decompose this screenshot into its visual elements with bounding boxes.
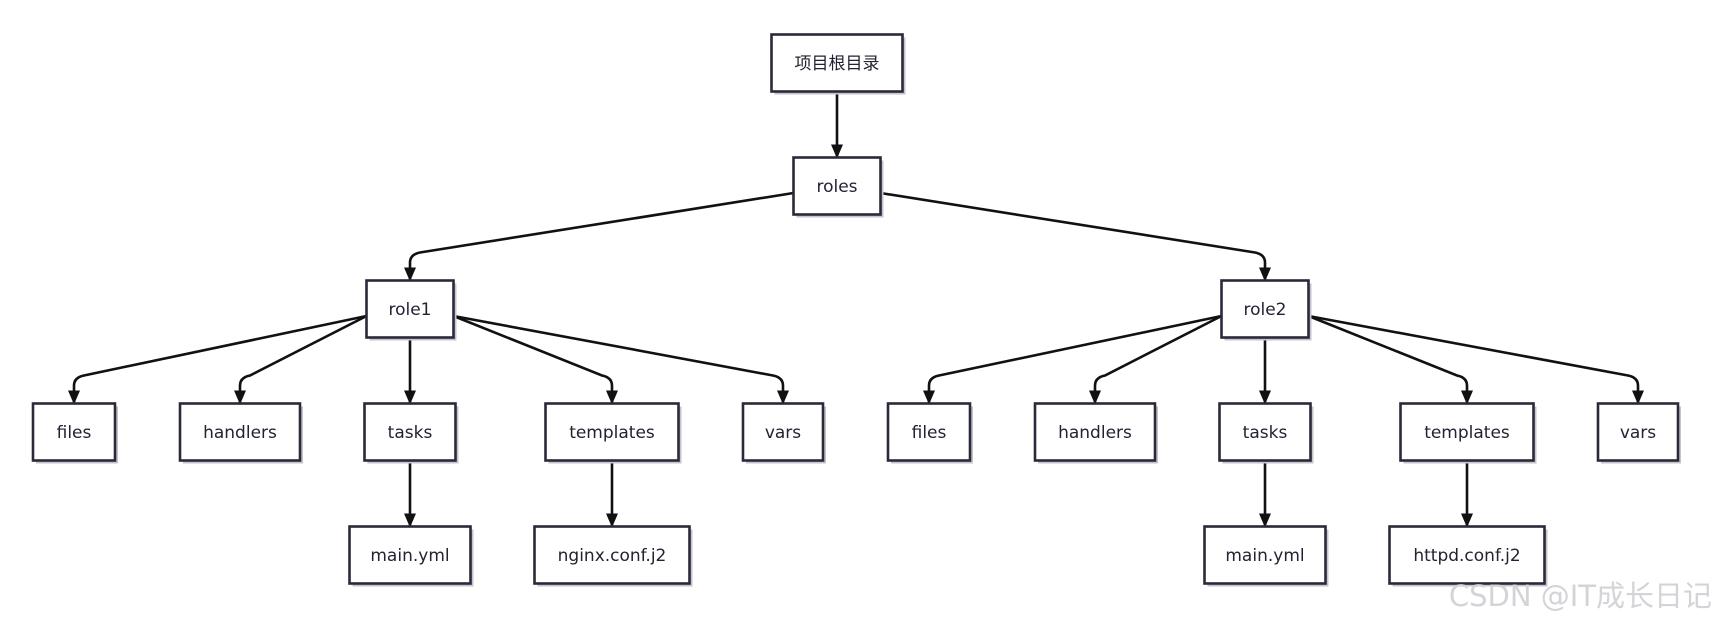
node-box xyxy=(1399,402,1535,462)
node-r1-tasks: tasks xyxy=(363,402,459,464)
node-label: handlers xyxy=(1058,423,1132,443)
node-r1-handlers: handlers xyxy=(178,402,303,464)
node-box xyxy=(792,156,882,216)
edge-role2-to-r2_files xyxy=(923,314,1222,405)
edge-role1-to-r1_vars xyxy=(453,314,789,405)
node-box xyxy=(544,402,680,462)
node-box xyxy=(365,279,455,339)
node-box xyxy=(348,525,472,585)
nodes: 项目根目录 roles role1 role2 files handlers tasks te… xyxy=(31,33,1681,587)
edge-role1-to-r1_handlers xyxy=(234,314,368,405)
node-box xyxy=(1388,525,1546,585)
node-label: httpd.conf.j2 xyxy=(1413,546,1520,566)
node-r2-templates: templates xyxy=(1399,402,1537,464)
node-r2-main: main.yml xyxy=(1203,525,1329,587)
node-label: role2 xyxy=(1243,300,1286,320)
node-r1-vars: vars xyxy=(741,402,826,464)
node-r2-files: files xyxy=(886,402,973,464)
node-box xyxy=(1203,525,1327,585)
node-label: nginx.conf.j2 xyxy=(558,546,667,566)
node-label: templates xyxy=(569,423,655,443)
node-r1-templates: templates xyxy=(544,402,682,464)
edge-role2-to-r2_templates xyxy=(1308,314,1473,405)
node-root: 项目根目录 xyxy=(770,33,906,95)
watermark-text: CSDN @IT成长日记 xyxy=(1449,579,1712,613)
node-label: roles xyxy=(816,177,857,197)
node-label: files xyxy=(57,423,92,443)
node-r2-httpd: httpd.conf.j2 xyxy=(1388,525,1548,587)
edges xyxy=(68,91,1644,528)
node-r2-vars: vars xyxy=(1596,402,1681,464)
node-box xyxy=(178,402,302,462)
node-box xyxy=(31,402,117,462)
node-box xyxy=(1220,279,1310,339)
node-role1: role1 xyxy=(365,279,457,341)
edge-role1-to-r1_templates xyxy=(453,314,618,405)
node-label: templates xyxy=(1424,423,1510,443)
node-label: files xyxy=(912,423,947,443)
edge-role2-to-r2_vars xyxy=(1308,314,1644,405)
node-r1-files: files xyxy=(31,402,118,464)
node-label: vars xyxy=(1620,423,1656,443)
node-label: 项目根目录 xyxy=(795,54,880,74)
node-box xyxy=(1033,402,1157,462)
node-r1-nginx: nginx.conf.j2 xyxy=(533,525,693,587)
node-label: role1 xyxy=(388,300,431,320)
node-box xyxy=(533,525,691,585)
node-label: main.yml xyxy=(370,546,449,566)
node-box xyxy=(1218,402,1312,462)
node-box xyxy=(886,402,972,462)
edge-role1-to-r1_files xyxy=(68,314,367,405)
node-r2-tasks: tasks xyxy=(1218,402,1314,464)
node-r2-handlers: handlers xyxy=(1033,402,1158,464)
node-box xyxy=(1596,402,1680,462)
edge-role2-to-r2_handlers xyxy=(1089,314,1223,405)
edge-roles-to-role1 xyxy=(404,191,794,282)
node-box xyxy=(770,33,904,93)
node-label: tasks xyxy=(1243,423,1288,443)
edge-roles-to-role2 xyxy=(880,191,1271,282)
node-label: tasks xyxy=(388,423,433,443)
node-r1-main: main.yml xyxy=(348,525,474,587)
node-label: handlers xyxy=(203,423,277,443)
node-box xyxy=(741,402,825,462)
node-label: vars xyxy=(765,423,801,443)
node-box xyxy=(363,402,457,462)
node-role2: role2 xyxy=(1220,279,1312,341)
node-roles: roles xyxy=(792,156,884,218)
node-label: main.yml xyxy=(1225,546,1304,566)
